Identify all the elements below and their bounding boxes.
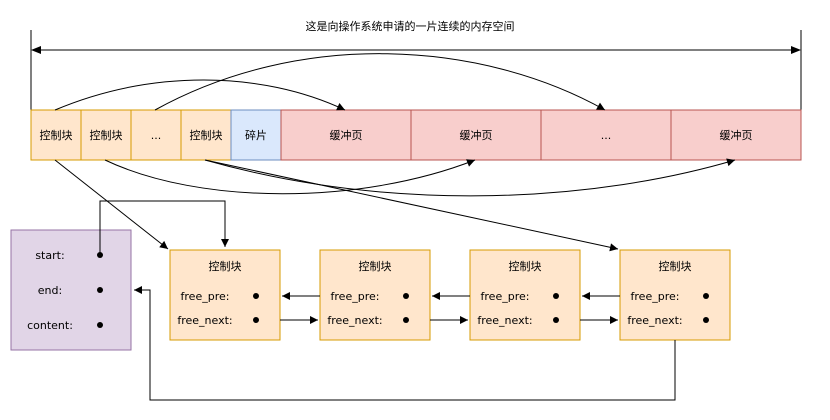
memory-cell-control: ... [130, 109, 182, 161]
control-block-node: 控制块 free_pre: free_next: [319, 249, 431, 341]
node-field-label: free_pre: [331, 290, 380, 303]
node-title: 控制块 [509, 259, 542, 273]
pointer-dot [97, 322, 103, 328]
pointer-dot [553, 293, 559, 299]
memory-cell-label: ... [601, 129, 612, 142]
memory-cell-control: 控制块 [180, 109, 232, 161]
end-pointer-arrow [134, 286, 676, 401]
control-to-buffer-arrows [54, 53, 736, 197]
node-field-label: free_pre: [631, 290, 680, 303]
start-pointer-arrow [99, 200, 229, 255]
pointer-dot [553, 317, 559, 323]
base-field-label: end: [38, 284, 62, 297]
base-node: start: end: content: [10, 229, 132, 351]
memory-cell-label: 控制块 [40, 128, 73, 142]
pointer-dot [403, 293, 409, 299]
memory-row: 控制块 控制块... 控制块 碎片 缓冲页 缓冲页... 缓冲页 [30, 109, 802, 161]
node-title: 控制块 [659, 259, 692, 273]
memory-cell-label: ... [151, 129, 162, 142]
memory-cell-buffer: 缓冲页 [410, 109, 542, 161]
span-dimension-line [30, 30, 802, 110]
memory-cell-control: 控制块 [80, 109, 132, 161]
list-nodes: 控制块 free_pre: free_next: 控制块 free_pre: free_n… [169, 249, 731, 341]
memory-cell-label: 控制块 [90, 128, 123, 142]
pointer-dot [97, 287, 103, 293]
node-title: 控制块 [359, 259, 392, 273]
memory-cell-label: 缓冲页 [330, 128, 363, 142]
control-to-node-arrows [54, 159, 619, 252]
memory-cell-control: 控制块 [30, 109, 82, 161]
memory-cell-label: 碎片 [245, 128, 267, 142]
pointer-dot [403, 317, 409, 323]
pointer-dot [703, 293, 709, 299]
base-field-label: content: [27, 319, 73, 332]
node-field-label: free_pre: [481, 290, 530, 303]
control-block-node: 控制块 free_pre: free_next: [619, 249, 731, 341]
pointer-dot [703, 317, 709, 323]
memory-cell-label: 缓冲页 [460, 128, 493, 142]
memory-caption: 这是向操作系统申请的一片连续的内存空间 [306, 19, 515, 33]
pointer-dot [253, 293, 259, 299]
base-field-label: start: [35, 249, 64, 262]
control-block-node: 控制块 free_pre: free_next: [469, 249, 581, 341]
memory-cell-buffer: ... [540, 109, 672, 161]
memory-cell-buffer: 缓冲页 [280, 109, 412, 161]
node-field-label: free_next: [327, 314, 382, 327]
node-field-label: free_pre: [181, 290, 230, 303]
node-field-label: free_next: [627, 314, 682, 327]
memory-cell-fragment: 碎片 [230, 109, 282, 161]
pointer-dot [253, 317, 259, 323]
node-field-label: free_next: [477, 314, 532, 327]
memory-cell-label: 控制块 [190, 128, 223, 142]
memory-cell-label: 缓冲页 [720, 128, 753, 142]
node-field-label: free_next: [177, 314, 232, 327]
node-title: 控制块 [209, 259, 242, 273]
memory-cell-buffer: 缓冲页 [670, 109, 802, 161]
control-block-node: 控制块 free_pre: free_next: [169, 249, 281, 341]
